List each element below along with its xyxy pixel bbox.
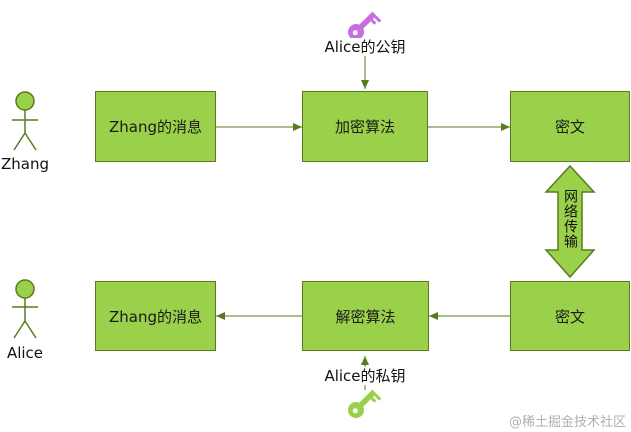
public-key-icon	[348, 11, 382, 40]
private-key-label: Alice的私钥	[312, 367, 418, 385]
network-transfer-double-arrow	[544, 164, 596, 279]
public-key-label: Alice的公钥	[312, 38, 418, 56]
ciphertext-box-top: 密文	[510, 91, 630, 162]
actor-zhang-label: Zhang	[0, 155, 49, 173]
private-key-icon	[348, 389, 382, 418]
zhang-message-box: Zhang的消息	[95, 91, 216, 162]
watermark: @稀土掘金技术社区	[509, 415, 627, 430]
actor-zhang-icon	[12, 91, 38, 151]
actor-alice-icon	[12, 279, 38, 339]
decrypt-algorithm-box: 解密算法	[302, 281, 429, 351]
actor-alice-label: Alice	[6, 344, 44, 362]
encrypt-algorithm-box: 加密算法	[302, 91, 428, 162]
network-transfer-label: 网络传输	[562, 189, 578, 249]
zhang-message-box-received: Zhang的消息	[95, 281, 216, 351]
ciphertext-box-bottom: 密文	[510, 281, 630, 351]
